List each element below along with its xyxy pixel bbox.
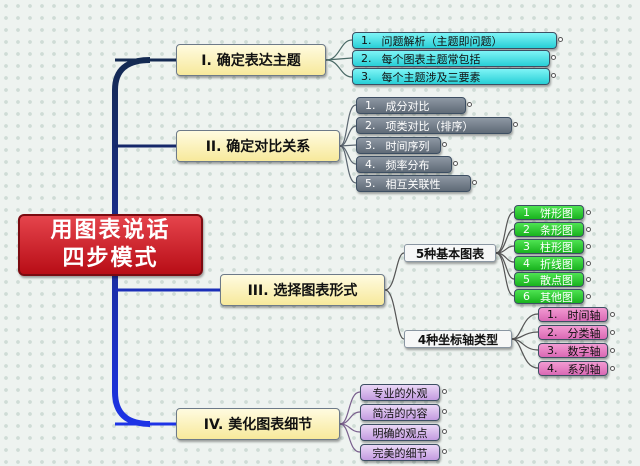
item-number: 2.: [547, 326, 558, 339]
collapse-dot: [586, 277, 591, 282]
item-label: 时间序列: [385, 139, 430, 153]
item-label: 折线图: [540, 257, 573, 271]
collapse-dot: [586, 294, 591, 299]
axis-type-item: 4. 系列轴: [538, 361, 608, 376]
collapse-dot: [442, 449, 447, 454]
collapse-dot: [586, 227, 591, 232]
basic-chart-item: 1 饼形图: [514, 205, 584, 220]
collapse-dot: [610, 312, 615, 317]
collapse-dot: [610, 330, 615, 335]
item-label: 饼形图: [540, 206, 573, 220]
item-number: 5: [523, 273, 530, 286]
collapse-dot: [467, 102, 472, 107]
item-label: 散点图: [540, 273, 573, 287]
item-label: 问题解析（主题即问题）: [381, 34, 503, 48]
axis-type-item: 1. 时间轴: [538, 307, 608, 322]
item-number: 2.: [365, 119, 376, 132]
root-title-line-2: 四步模式: [62, 246, 159, 271]
step-2-topic: II. 确定对比关系: [176, 130, 340, 162]
step-4-topic: IV. 美化图表细节: [176, 408, 340, 440]
detail-item: 简洁的内容: [360, 404, 440, 421]
collapse-dot: [442, 409, 447, 414]
collapse-dot: [442, 429, 447, 434]
theme-item: 2. 每个图表主题常包括: [352, 50, 550, 67]
collapse-dot: [472, 180, 477, 185]
item-label: 每个图表主题常包括: [381, 52, 481, 66]
item-label: 数字轴: [567, 344, 601, 358]
item-label: 系列轴: [567, 362, 601, 376]
item-label: 每个主题涉及三要素: [381, 70, 481, 84]
collapse-dot: [551, 73, 556, 78]
root-topic: 用图表说话 四步模式: [18, 214, 203, 276]
item-number: 1.: [361, 34, 372, 47]
item-label: 相互关联性: [385, 177, 441, 191]
step-3-fan: [384, 211, 539, 369]
item-label: 分类轴: [567, 326, 601, 340]
collapse-dot: [513, 122, 518, 127]
collapse-dot: [442, 142, 447, 147]
relation-item: 3. 时间序列: [356, 137, 441, 154]
collapse-dot: [442, 389, 447, 394]
collapse-dot: [586, 261, 591, 266]
step-1-fan: [325, 39, 353, 78]
detail-item: 专业的外观: [360, 384, 440, 401]
basic-chart-item: 4 折线图: [514, 256, 584, 271]
detail-item: 明确的观点: [360, 424, 440, 441]
axis-types-group: 4种坐标轴类型: [404, 330, 512, 348]
item-label: 条形图: [540, 223, 573, 237]
collapse-dot: [453, 161, 458, 166]
item-number: 3: [523, 240, 530, 253]
theme-item: 1. 问题解析（主题即问题）: [352, 32, 557, 49]
basic-charts-group: 5种基本图表: [404, 244, 496, 262]
collapse-dot: [558, 37, 563, 42]
item-number: 1.: [547, 308, 558, 321]
step-3-topic: III. 选择图表形式: [220, 274, 385, 306]
item-number: 3.: [361, 70, 372, 83]
item-number: 1.: [365, 99, 376, 112]
item-number: 5.: [365, 177, 376, 190]
axis-type-item: 3. 数字轴: [538, 343, 608, 358]
item-label: 其他图: [540, 290, 573, 304]
detail-item: 完美的细节: [360, 444, 440, 461]
axis-type-item: 2. 分类轴: [538, 325, 608, 340]
item-number: 2: [523, 223, 530, 236]
item-number: 3.: [547, 344, 558, 357]
theme-item: 3. 每个主题涉及三要素: [352, 68, 550, 85]
item-number: 4.: [365, 158, 376, 171]
root-title-line-1: 用图表说话: [50, 218, 171, 243]
basic-chart-item: 6 其他图: [514, 289, 584, 304]
item-number: 6: [523, 290, 530, 303]
item-number: 1: [523, 206, 530, 219]
item-label: 成分对比: [385, 99, 430, 113]
collapse-dot: [586, 244, 591, 249]
item-number: 3.: [365, 139, 376, 152]
item-number: 4: [523, 257, 530, 270]
item-label: 柱形图: [540, 240, 573, 254]
item-number: 2.: [361, 52, 372, 65]
relation-item: 1. 成分对比: [356, 97, 466, 114]
collapse-dot: [610, 366, 615, 371]
basic-chart-item: 5 散点图: [514, 272, 584, 287]
item-number: 4.: [547, 362, 558, 375]
item-label: 项类对比（排序）: [385, 119, 474, 133]
basic-chart-item: 3 柱形图: [514, 239, 584, 254]
item-label: 频率分布: [385, 158, 430, 172]
step-1-topic: I. 确定表达主题: [176, 44, 326, 76]
relation-item: 4. 频率分布: [356, 156, 452, 173]
step-2-fan: [339, 104, 357, 184]
collapse-dot: [551, 55, 556, 60]
basic-chart-item: 2 条形图: [514, 222, 584, 237]
collapse-dot: [610, 348, 615, 353]
item-label: 时间轴: [567, 308, 601, 322]
step-4-fan: [339, 391, 361, 453]
collapse-dot: [586, 210, 591, 215]
relation-item: 2. 项类对比（排序）: [356, 117, 512, 134]
relation-item: 5. 相互关联性: [356, 175, 471, 192]
